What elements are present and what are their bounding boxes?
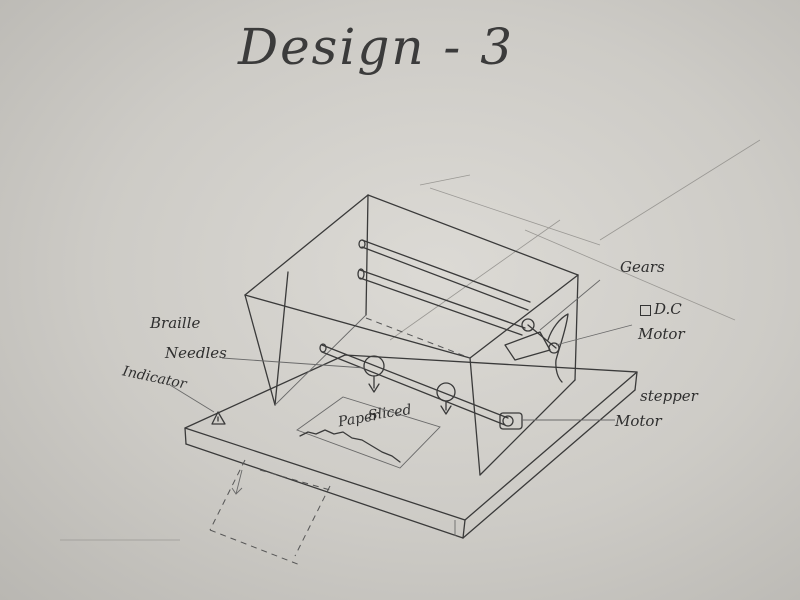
gears — [522, 280, 600, 382]
dc-motor-label-line1: D.C — [640, 300, 682, 318]
stepper-motor-label-line1: stepper — [640, 387, 698, 405]
base-plate — [185, 355, 637, 538]
enclosure-box — [245, 195, 578, 475]
braille-needles-label-line2: Needles — [165, 344, 227, 362]
braille-pointer-line — [222, 358, 365, 368]
braille-needles-label-line1: Braille — [150, 314, 200, 332]
braille-needle-1 — [364, 356, 384, 392]
dc-motor-label-line2: Motor — [638, 325, 685, 343]
dc-motor-label-text: D.C — [654, 300, 682, 318]
dc-motor-icon — [640, 305, 651, 316]
braille-needle-2 — [437, 383, 455, 414]
stepper-motor — [500, 413, 615, 429]
gears-label: Gears — [620, 258, 665, 276]
paper-feed-path — [210, 460, 330, 565]
stepper-motor-label-line2: Motor — [615, 412, 662, 430]
gear-shafts — [358, 240, 530, 335]
page-title: Design - 3 — [238, 18, 514, 76]
